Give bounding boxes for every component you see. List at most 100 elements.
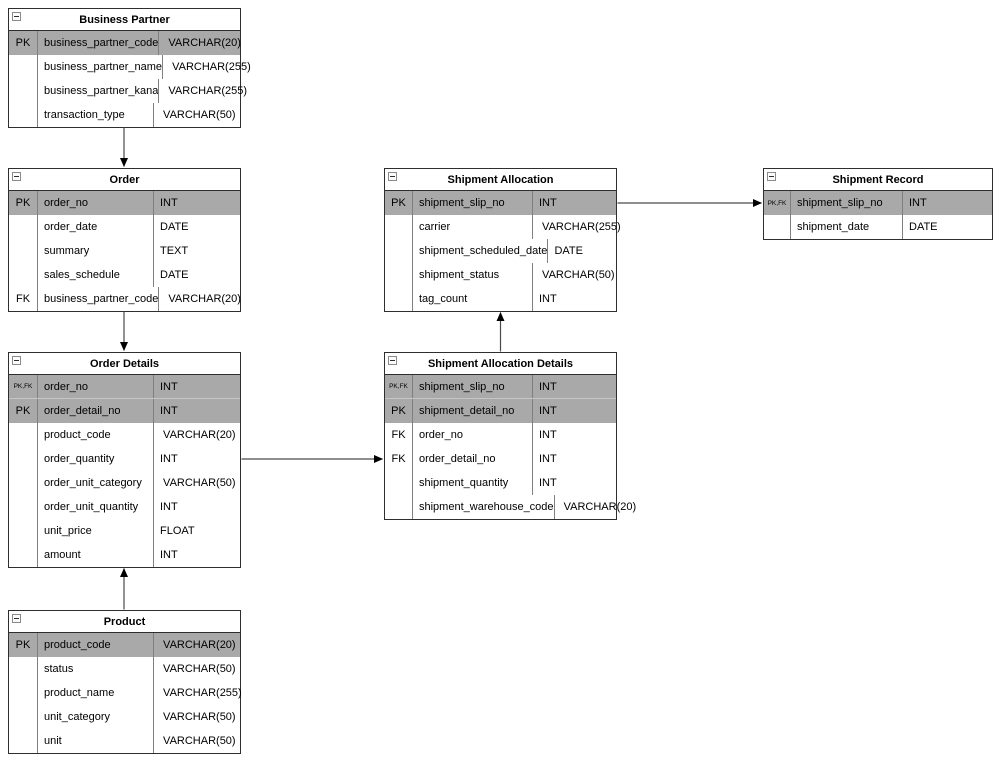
field-name: order_detail_no xyxy=(412,447,532,471)
field-name: order_unit_category xyxy=(37,471,153,495)
entity-title: Shipment Allocation Details xyxy=(427,357,574,370)
key-label xyxy=(9,239,37,263)
key-label xyxy=(9,495,37,519)
field-type: INT xyxy=(153,447,240,471)
field-row-order-unit-category[interactable]: order_unit_category VARCHAR(50) xyxy=(9,471,240,495)
field-name: transaction_type xyxy=(37,103,153,127)
field-type: VARCHAR(255) xyxy=(162,55,251,79)
collapse-icon[interactable] xyxy=(767,172,776,181)
field-type: INT xyxy=(153,399,240,423)
key-label: PK,FK xyxy=(13,383,33,390)
field-row-shipment-warehouse-code[interactable]: shipment_warehouse_code VARCHAR(20) xyxy=(385,495,636,519)
key-label xyxy=(764,215,790,239)
collapse-icon[interactable] xyxy=(12,356,21,365)
field-name: status xyxy=(37,657,153,681)
field-row-shipment-status[interactable]: shipment_status VARCHAR(50) xyxy=(385,263,616,287)
field-type: INT xyxy=(153,375,240,398)
field-name: unit_category xyxy=(37,705,153,729)
entity-title: Order Details xyxy=(89,357,160,370)
collapse-icon[interactable] xyxy=(12,12,21,21)
field-name: order_no xyxy=(412,423,532,447)
field-row-product-name[interactable]: product_name VARCHAR(255) xyxy=(9,681,242,705)
field-name: shipment_slip_no xyxy=(412,191,532,215)
field-row-business-partner-kana[interactable]: business_partner_kana VARCHAR(255) xyxy=(9,79,247,103)
field-row-unit-category[interactable]: unit_category VARCHAR(50) xyxy=(9,705,240,729)
entity-title: Order xyxy=(109,173,140,186)
key-label: PK xyxy=(15,405,31,417)
entity-header-shipment-allocation[interactable]: Shipment Allocation xyxy=(385,169,616,191)
field-name: unit xyxy=(37,729,153,753)
key-label: PK xyxy=(15,197,31,209)
field-row-business-partner-name[interactable]: business_partner_name VARCHAR(255) xyxy=(9,55,251,79)
field-name: order_quantity xyxy=(37,447,153,471)
field-type: VARCHAR(50) xyxy=(153,705,240,729)
field-type: INT xyxy=(153,543,240,567)
entity-title: Shipment Record xyxy=(832,173,924,186)
entity-header-product[interactable]: Product xyxy=(9,611,240,633)
key-label: PK xyxy=(15,639,31,651)
field-row-carrier[interactable]: carrier VARCHAR(255) xyxy=(385,215,621,239)
entity-header-business-partner[interactable]: Business Partner xyxy=(9,9,240,31)
field-row-unit[interactable]: unit VARCHAR(50) xyxy=(9,729,240,753)
key-label xyxy=(9,543,37,567)
key-label xyxy=(9,657,37,681)
field-type: TEXT xyxy=(153,239,240,263)
field-row-product-code[interactable]: product_code VARCHAR(20) xyxy=(9,423,240,447)
entity-header-order-details[interactable]: Order Details xyxy=(9,353,240,375)
field-name: order_no xyxy=(37,191,153,215)
key-label xyxy=(9,423,37,447)
field-name: business_partner_code xyxy=(37,31,158,55)
field-name: shipment_scheduled_date xyxy=(412,239,547,263)
key-label: PK xyxy=(391,405,406,417)
collapse-icon[interactable] xyxy=(388,356,397,365)
field-row-status[interactable]: status VARCHAR(50) xyxy=(9,657,240,681)
entity-header-shipment-allocation-details[interactable]: Shipment Allocation Details xyxy=(385,353,616,375)
field-type: VARCHAR(20) xyxy=(153,423,240,447)
field-name: order_date xyxy=(37,215,153,239)
entity-header-order[interactable]: Order xyxy=(9,169,240,191)
field-type: INT xyxy=(532,287,616,311)
collapse-icon[interactable] xyxy=(12,614,21,623)
entity-header-shipment-record[interactable]: Shipment Record xyxy=(764,169,992,191)
key-label xyxy=(9,471,37,495)
collapse-icon[interactable] xyxy=(388,172,397,181)
field-name: product_name xyxy=(37,681,153,705)
key-label: PK xyxy=(391,197,406,209)
field-type: INT xyxy=(532,423,616,447)
collapse-icon[interactable] xyxy=(12,172,21,181)
field-row-transaction-type[interactable]: transaction_type VARCHAR(50) xyxy=(9,103,240,127)
field-name: order_no xyxy=(37,375,153,398)
